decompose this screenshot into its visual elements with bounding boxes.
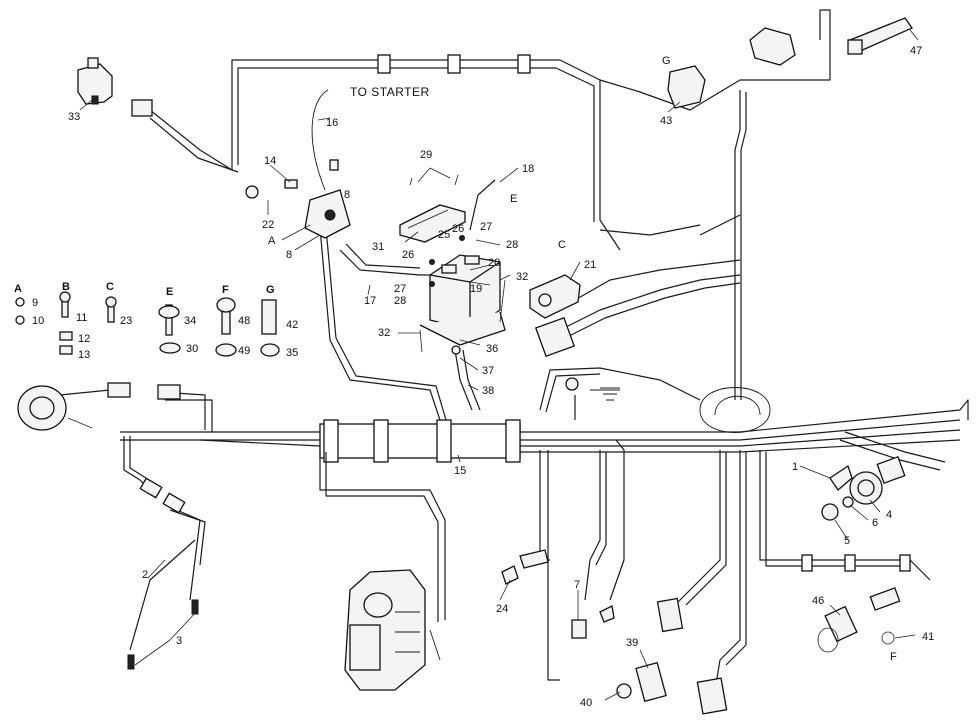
callout-28a: 28 (506, 239, 518, 251)
callout-20: 20 (488, 257, 500, 269)
callout-26a: 26 (452, 223, 464, 235)
callout-8b: 8 (286, 249, 292, 261)
callout-6: 6 (872, 517, 878, 529)
callout-2: 2 (142, 569, 148, 581)
callout-15: 15 (454, 465, 466, 477)
callout-34: 34 (184, 315, 196, 327)
callout-27a: 27 (480, 221, 492, 233)
callout-29: 29 (420, 149, 432, 161)
callout-32b: 32 (378, 327, 390, 339)
callout-7: 7 (574, 579, 580, 591)
callout-12: 12 (78, 333, 90, 345)
callout-24: 24 (496, 603, 508, 615)
key-switch-cluster (821, 456, 906, 521)
callout-11: 11 (76, 312, 87, 324)
callout-42: 42 (286, 319, 298, 331)
callout-26b: 26 (402, 249, 414, 261)
callout-47: 47 (910, 45, 922, 57)
callout-13: 13 (78, 349, 90, 361)
strap-part-38 (454, 349, 481, 411)
callout-18: 18 (522, 163, 534, 175)
callout-39: 39 (626, 637, 638, 649)
group-label-f: F (222, 284, 229, 296)
wire-harness (59, 9, 969, 691)
leader-lines (79, 29, 919, 701)
callout-19: 19 (470, 283, 482, 295)
callout-36: 36 (486, 343, 498, 355)
callout-3: 3 (176, 635, 182, 647)
ref-letter-c: C (558, 239, 566, 251)
battery-cable-part-16 (469, 179, 496, 231)
harness-part-2 (127, 477, 199, 670)
callout-5: 5 (844, 535, 850, 547)
callout-30: 30 (186, 343, 198, 355)
connector-part-47 (847, 17, 913, 55)
callout-31: 31 (372, 241, 384, 253)
ignition-plug-part-33 (77, 57, 153, 117)
callout-23: 23 (120, 315, 132, 327)
callout-38: 38 (482, 385, 494, 397)
callout-35: 35 (286, 347, 298, 359)
group-label-a: A (14, 283, 22, 295)
ref-letter-g: G (662, 55, 671, 67)
switch-part-39 (616, 661, 728, 715)
group-label-e: E (166, 286, 173, 298)
ground-symbol (565, 377, 620, 401)
callout-49: 49 (238, 345, 250, 357)
callout-22: 22 (262, 219, 274, 231)
callout-14: 14 (264, 155, 276, 167)
ref-letter-e: E (510, 193, 517, 205)
callout-28b: 28 (394, 295, 406, 307)
horn (17, 382, 181, 431)
relay-block (749, 27, 796, 66)
callout-25: 25 (438, 229, 450, 241)
to-starter-label: TO STARTER (350, 85, 430, 99)
callout-40: 40 (580, 697, 592, 709)
hardware-legend (15, 291, 280, 357)
callout-41: 41 (922, 631, 934, 643)
callout-16: 16 (326, 117, 338, 129)
callout-4: 4 (886, 509, 892, 521)
callout-21: 21 (584, 259, 596, 271)
clamp-part-41 (881, 631, 895, 645)
callout-32a: 32 (516, 271, 528, 283)
connector-part-46 (817, 587, 901, 653)
callout-33: 33 (68, 111, 80, 123)
callout-17: 17 (364, 295, 376, 307)
engine-module (344, 569, 441, 691)
callout-10: 10 (32, 315, 44, 327)
ref-letter-a: A (268, 235, 276, 247)
group-label-c: C (106, 281, 114, 293)
group-label-g: G (266, 284, 275, 296)
ref-letter-f: F (890, 651, 897, 663)
fasteners (409, 174, 506, 355)
callout-27b: 27 (394, 283, 406, 295)
solenoid-bracket-parts (245, 89, 351, 239)
callout-48: 48 (238, 315, 250, 327)
small-parts-7-24 (501, 549, 684, 639)
relay-part-43 (667, 65, 706, 109)
solenoid-part-21 (529, 274, 581, 358)
callout-1: 1 (792, 461, 798, 473)
callout-43: 43 (660, 115, 672, 127)
callout-46: 46 (812, 595, 824, 607)
callout-8a: 8 (344, 189, 350, 201)
callout-9: 9 (32, 297, 38, 309)
battery-holddown-part-31 (399, 204, 466, 243)
group-label-b: B (62, 281, 70, 293)
callout-37: 37 (482, 365, 494, 377)
